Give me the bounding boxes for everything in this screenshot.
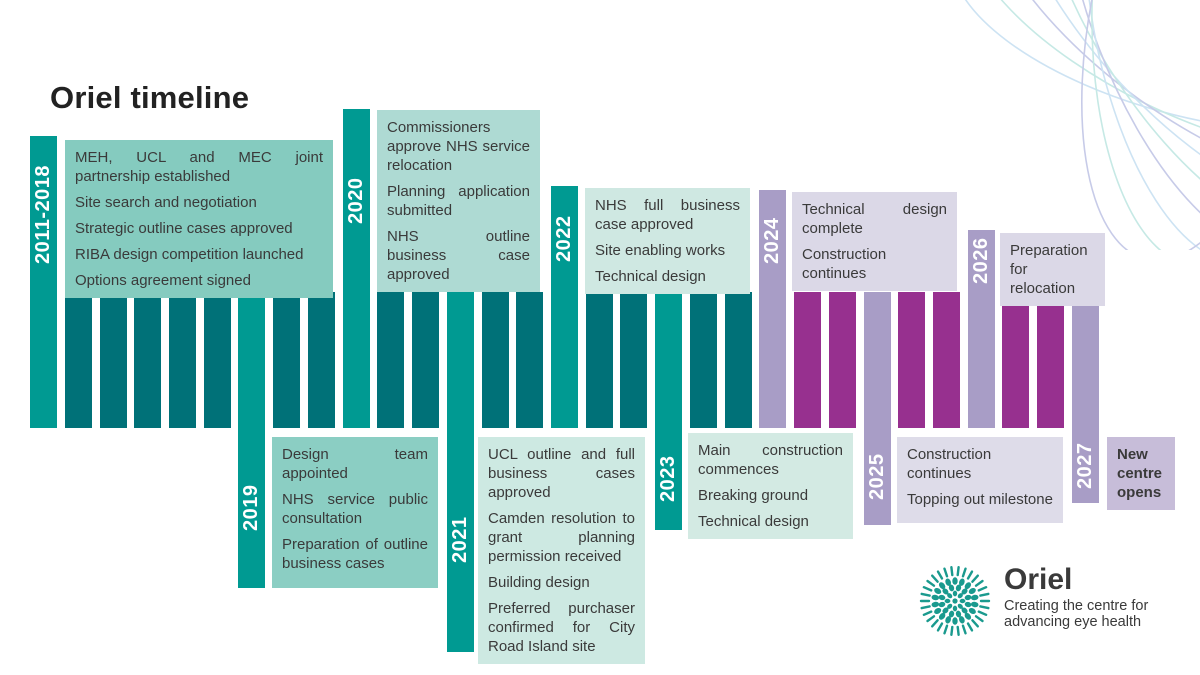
milestone-text: UCL outline and full business cases appr… [488, 446, 635, 502]
decorative-swirl-graphic [950, 0, 1200, 250]
oriel-logo: Oriel Creating the centre for advancing … [918, 564, 1148, 638]
milestone-text: NHS outline business case approved [387, 228, 530, 284]
timeline-bar [64, 292, 92, 428]
milestone-text: Technical design [698, 513, 809, 531]
year-label: 2024 [761, 217, 784, 265]
timeline-bar [794, 292, 822, 428]
timeline-bar [377, 292, 405, 428]
logo-tagline-line1: Creating the centre for [1004, 597, 1149, 614]
oriel-logo-icon [919, 566, 991, 637]
milestone-text: NHS full business case approved [595, 197, 740, 234]
milestone-text: Design team appointed [282, 446, 428, 483]
timeline-bar [898, 292, 926, 428]
year-label: 2021 [448, 516, 471, 564]
timeline-bar [307, 292, 335, 428]
milestone-text: Technical design complete [802, 201, 947, 238]
milestone-text: RIBA design competition launched [75, 246, 304, 264]
year-label: 2027 [1073, 442, 1096, 489]
milestone-text: Preparation of outline business cases [282, 536, 428, 573]
year-bar-2011-2018: 2011-2018 [30, 136, 57, 428]
timeline-bar [933, 292, 960, 428]
milestone-text: Strategic outline cases approved [75, 220, 293, 238]
year-bar-2024: 2024 [759, 190, 787, 428]
year-label: 2023 [657, 455, 680, 503]
milestone-text: Options agreement signed [75, 272, 251, 290]
milestone-text: NHS service public consultation [282, 491, 428, 528]
year-bar-2021: 2021 [446, 292, 474, 652]
year-bar-2023: 2023 [655, 292, 683, 530]
year-bar-2019: 2019 [238, 292, 266, 588]
timeline-bar [689, 292, 717, 428]
timeline-bar [134, 292, 162, 428]
year-bar-2026: 2026 [967, 230, 995, 428]
milestone-box-2021: UCL outline and full business cases appr… [478, 437, 645, 665]
year-label: 2026 [969, 237, 992, 285]
milestone-text: Preferred purchaser confirmed for City R… [488, 600, 635, 656]
milestone-text: MEH, UCL and MEC joint partnership estab… [75, 149, 323, 186]
logo-tagline-line2: advancing eye health [1004, 613, 1142, 630]
year-bar-2027: 2027 [1071, 292, 1099, 503]
year-bar-2020: 2020 [342, 109, 370, 428]
logo-tagline: Creating the centre for advancing eye he… [1004, 598, 1148, 630]
milestone-text: Building design [488, 574, 590, 592]
milestone-text: Site enabling works [595, 242, 726, 260]
year-label: 2019 [240, 484, 263, 532]
timeline-bar [203, 292, 231, 428]
year-label: 2011-2018 [32, 164, 54, 264]
timeline-bar [1037, 292, 1065, 428]
timeline-bar [481, 292, 509, 428]
milestone-text: Construction continues [802, 246, 887, 283]
page-title: Oriel timeline [50, 80, 250, 115]
year-label: 2022 [552, 215, 575, 263]
milestone-text: Technical design [595, 268, 706, 286]
milestone-box-2027: New centre opens [1107, 437, 1175, 511]
milestone-text: Main construction commences [698, 442, 843, 479]
timeline-bar [724, 292, 752, 428]
timeline-bar [620, 292, 648, 428]
timeline-bar [168, 292, 196, 428]
milestone-text: Commissioners approve NHS service reloca… [387, 119, 530, 175]
year-bar-2022: 2022 [550, 186, 578, 428]
milestone-text: Breaking ground [698, 487, 809, 505]
milestone-text: Topping out milestone [907, 491, 1053, 509]
milestone-box-2011-2018: MEH, UCL and MEC joint partnership estab… [65, 140, 333, 299]
timeline-bar [412, 292, 439, 428]
year-bar-2025: 2025 [863, 292, 891, 525]
timeline-bar [585, 292, 613, 428]
oriel-logo-text: Oriel Creating the centre for advancing … [1004, 564, 1148, 630]
year-label: 2020 [344, 177, 367, 224]
milestone-text: Construction continues [907, 446, 992, 483]
milestone-text: New centre opens [1117, 446, 1163, 502]
logo-brand-name: Oriel [1004, 563, 1073, 596]
timeline-bar [828, 292, 856, 428]
timeline-bar [516, 292, 544, 428]
year-label: 2025 [865, 453, 888, 500]
timeline-bar [99, 292, 127, 428]
timeline-bar [1002, 292, 1030, 428]
milestone-text: Planning application submitted [387, 183, 530, 220]
milestone-text: Camden resolution to grant planning perm… [488, 510, 635, 566]
milestone-text: Site search and negotiation [75, 194, 257, 212]
timeline-bar [273, 292, 301, 428]
milestone-box-2026: Preparation for relocation [1000, 233, 1105, 307]
milestone-text: Preparation for relocation [1010, 242, 1088, 298]
milestone-box-2020: Commissioners approve NHS service reloca… [377, 110, 540, 293]
